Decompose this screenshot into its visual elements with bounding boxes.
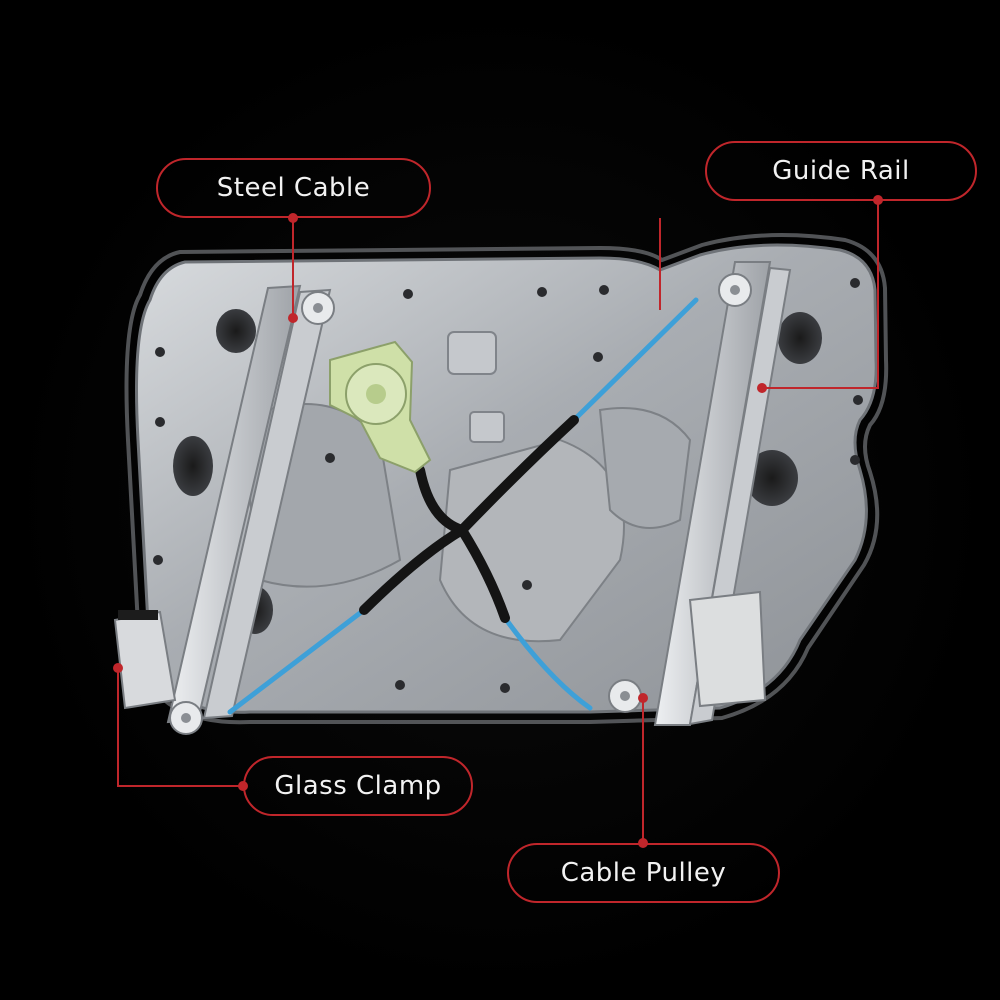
- motor-housing: [329, 340, 432, 474]
- plate-gasket: [124, 233, 889, 725]
- steel-cable-label: Steel Cable: [216, 173, 371, 203]
- cable-pulley-callout: Cable Pulley: [507, 843, 780, 903]
- glass-clamps: [113, 590, 767, 710]
- callout-leaders: [117, 200, 879, 843]
- glass-clamp-callout: Glass Clamp: [243, 756, 473, 816]
- steel-cable-callout: Steel Cable: [156, 158, 431, 218]
- cable-sheaths: [359, 415, 579, 623]
- steel-cables: [227, 297, 699, 715]
- guide-rail-callout: Guide Rail: [705, 141, 977, 201]
- pulleys: [169, 273, 752, 735]
- guide-rail-label: Guide Rail: [772, 156, 910, 186]
- glass-clamp-label: Glass Clamp: [274, 771, 442, 801]
- cable-pulley-label: Cable Pulley: [560, 858, 727, 888]
